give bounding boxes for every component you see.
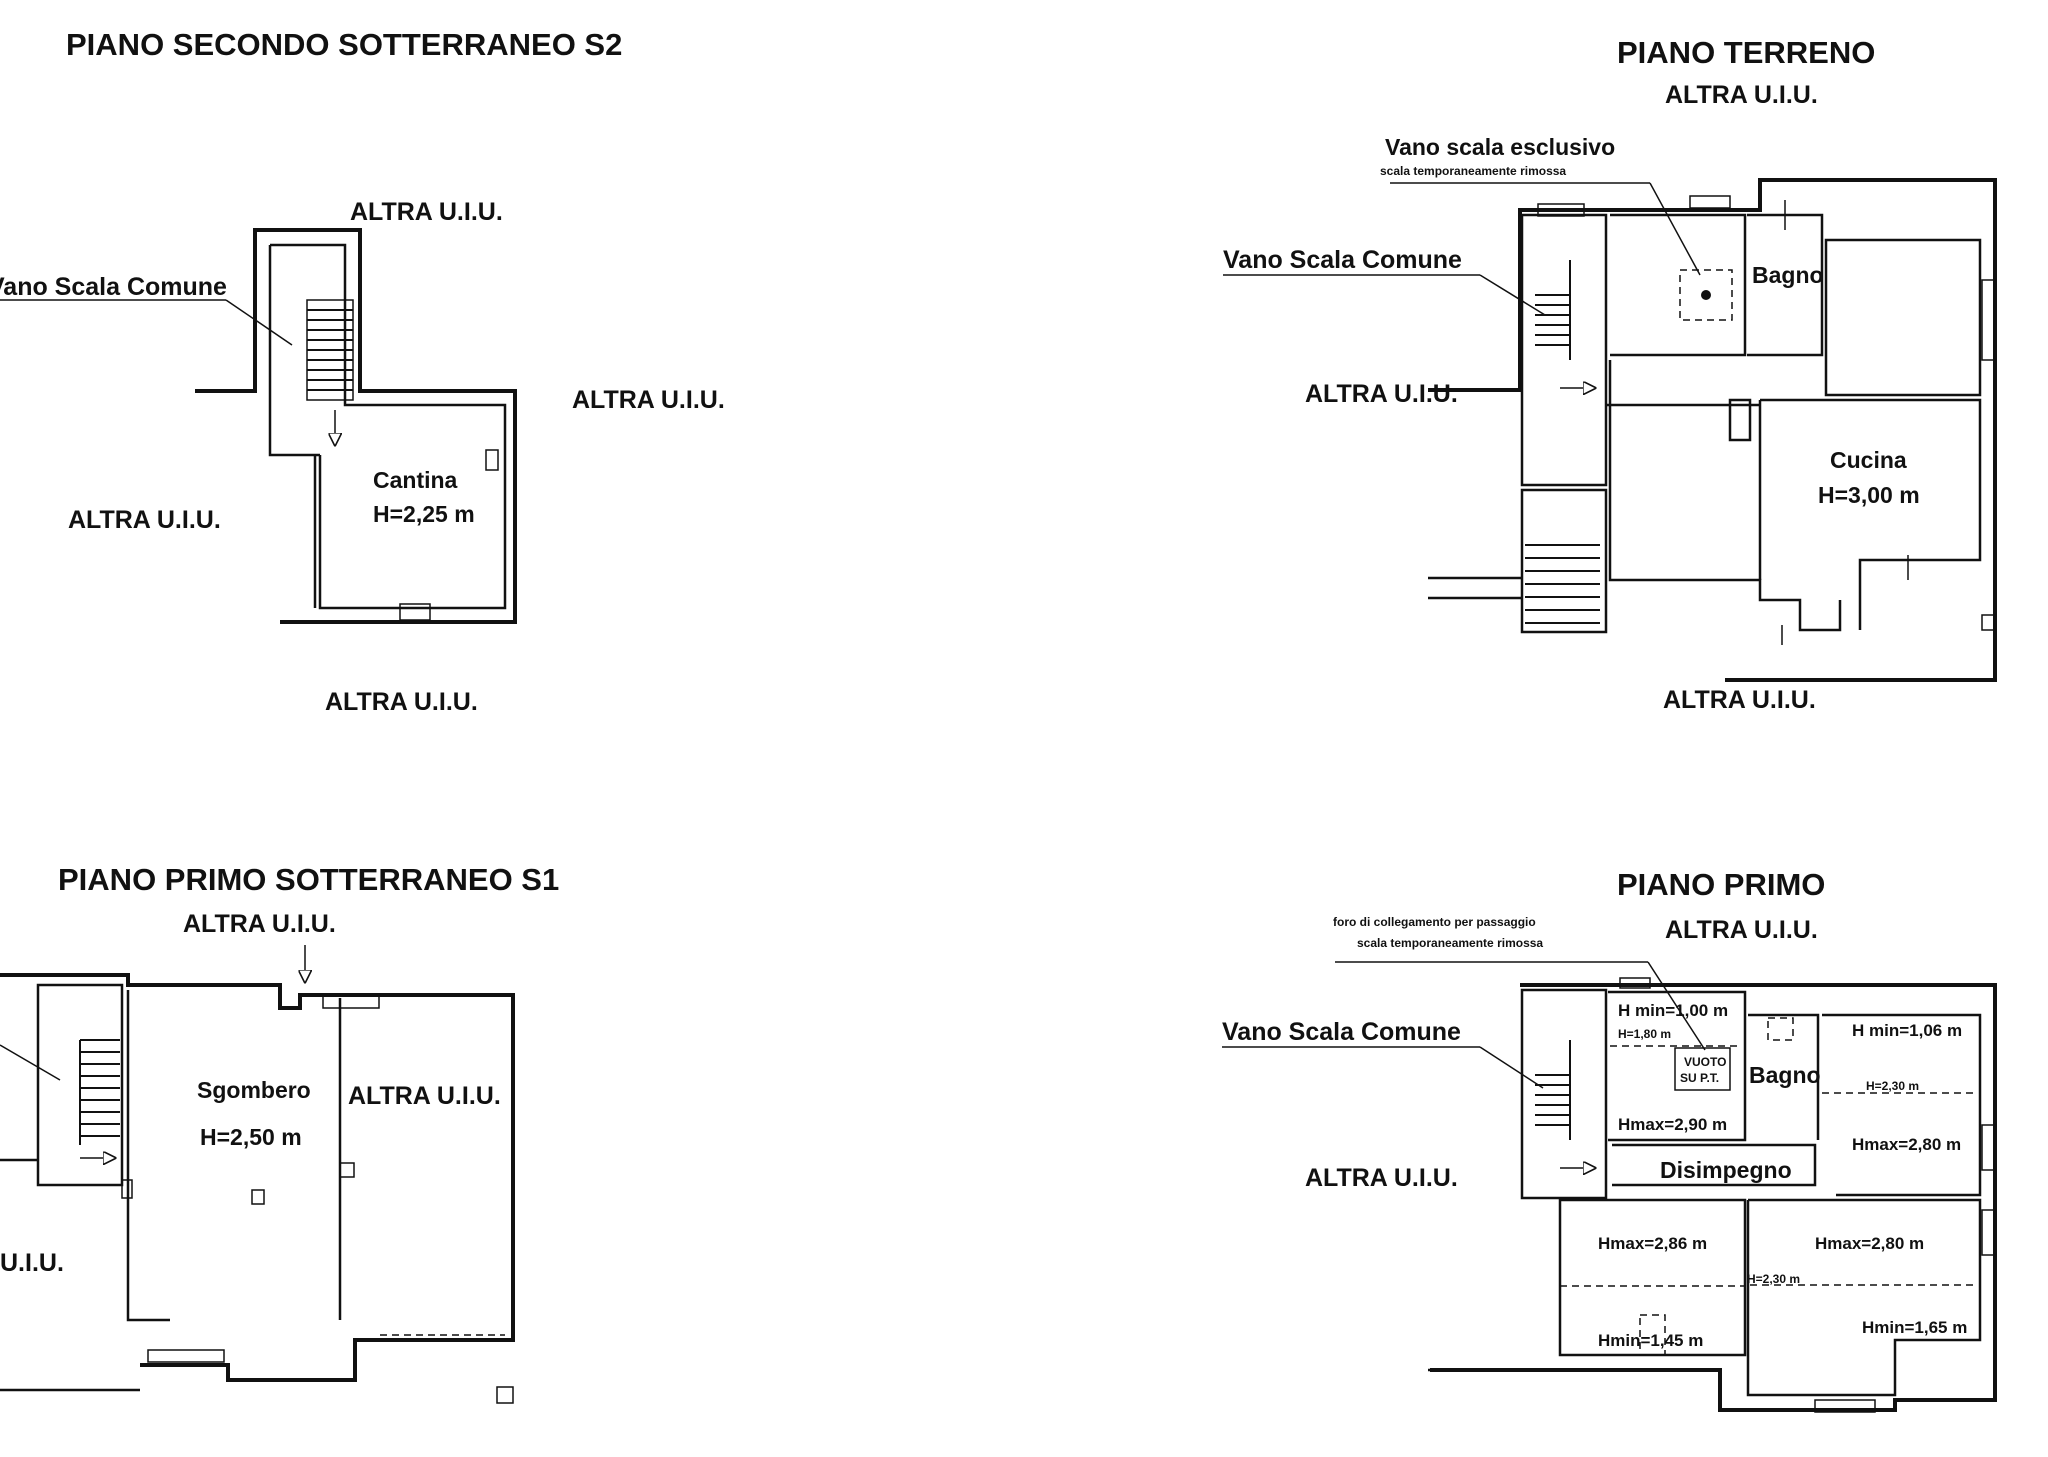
plan-terreno-room-cucina-height: H=3,00 m xyxy=(1818,482,1920,508)
plan-s2-walls xyxy=(195,228,517,624)
plan-s2: PIANO SECONDO SOTTERRANEO S2 ALTRA U.I.U… xyxy=(0,27,725,716)
plan-s2-label-left: ALTRA U.I.U. xyxy=(68,506,221,534)
plan-primo-room-bagno: Bagno xyxy=(1749,1062,1821,1088)
plan-primo-stair xyxy=(1535,1040,1571,1140)
plan-primo: PIANO PRIMO ALTRA U.I.U. foro di collega… xyxy=(1222,867,1997,1413)
plan-s2-room-cantina: Cantina xyxy=(373,467,458,493)
plan-primo-hole-note-1: foro di collegamento per passaggio xyxy=(1333,915,1536,929)
plan-primo-label-left: ALTRA U.I.U. xyxy=(1305,1164,1458,1192)
plan-terreno-walls xyxy=(1428,178,1997,682)
plan-terreno-stair-common: Vano Scala Comune xyxy=(1223,246,1462,274)
plan-primo-title: PIANO PRIMO xyxy=(1617,867,1825,902)
plan-s2-stair xyxy=(306,299,354,401)
plan-terreno-label-bottom: ALTRA U.I.U. xyxy=(1663,686,1816,714)
plan-terreno-label-left: ALTRA U.I.U. xyxy=(1305,380,1458,408)
plan-primo-tr-hmin: H min=1,06 m xyxy=(1852,1021,1962,1040)
plan-primo-stair-common: Vano Scala Comune xyxy=(1222,1018,1461,1046)
plan-primo-room-disimpegno: Disimpegno xyxy=(1660,1157,1792,1183)
plan-s2-label-top: ALTRA U.I.U. xyxy=(350,198,503,226)
plan-s1-label-top: ALTRA U.I.U. xyxy=(183,910,336,938)
plan-primo-walls xyxy=(1428,977,1997,1413)
plan-terreno-stair-exclusive-mark xyxy=(1679,269,1733,321)
plan-s1-stair xyxy=(79,1039,120,1145)
plan-primo-void-label-2: SU P.T. xyxy=(1680,1071,1719,1085)
plan-s1-title: PIANO PRIMO SOTTERRANEO S1 xyxy=(58,862,559,897)
plan-s1-walls xyxy=(0,973,515,1392)
plan-primo-bl-hmax: Hmax=2,86 m xyxy=(1598,1234,1707,1253)
plan-s2-stair-label: Vano Scala Comune xyxy=(0,273,227,301)
plan-primo-br-hmin: Hmin=1,65 m xyxy=(1862,1318,1967,1337)
plan-primo-tr-hmax: Hmax=2,80 m xyxy=(1852,1135,1961,1154)
plan-primo-hole-note-2: scala temporaneamente rimossa xyxy=(1357,936,1543,950)
plan-s2-room-cantina-height: H=2,25 m xyxy=(373,501,475,527)
plan-s1-room-sgombero-height: H=2,50 m xyxy=(200,1124,302,1150)
plan-terreno-room-cucina: Cucina xyxy=(1830,447,1907,473)
plan-s1: PIANO PRIMO SOTTERRANEO S1 ALTRA U.I.U. … xyxy=(0,862,559,1404)
plan-primo-bl-hmin: Hmin=1,45 m xyxy=(1598,1331,1703,1350)
plan-primo-void-label-1: VUOTO xyxy=(1684,1055,1726,1069)
plan-s1-label-left: U.I.U. xyxy=(0,1249,64,1277)
plan-terreno-stair-exclusive: Vano scala esclusivo xyxy=(1385,134,1615,160)
plan-s2-label-right: ALTRA U.I.U. xyxy=(572,386,725,414)
plan-primo-tl-h: H=1,80 m xyxy=(1618,1027,1671,1041)
plan-primo-tl-hmax: Hmax=2,90 m xyxy=(1618,1115,1727,1134)
plan-primo-br-h: H=2,30 m xyxy=(1747,1272,1800,1286)
plan-primo-tl-hmin: H min=1,00 m xyxy=(1618,1001,1728,1020)
plan-terreno-label-top: ALTRA U.I.U. xyxy=(1665,81,1818,109)
plan-s2-title: PIANO SECONDO SOTTERRANEO S2 xyxy=(66,27,622,62)
plan-s2-label-bottom: ALTRA U.I.U. xyxy=(325,688,478,716)
plan-primo-br-hmax: Hmax=2,80 m xyxy=(1815,1234,1924,1253)
plan-terreno-title: PIANO TERRENO xyxy=(1617,35,1875,70)
plan-s1-room-sgombero: Sgombero xyxy=(197,1077,311,1103)
plan-terreno: PIANO TERRENO ALTRA U.I.U. Vano scala es… xyxy=(1223,35,1997,714)
plan-terreno-stair-common-flight xyxy=(1525,260,1600,624)
plan-primo-tr-h: H=2,30 m xyxy=(1866,1079,1919,1093)
plan-primo-label-top: ALTRA U.I.U. xyxy=(1665,916,1818,944)
plan-primo-void xyxy=(1674,1047,1731,1091)
plan-s1-label-inner: ALTRA U.I.U. xyxy=(348,1082,501,1110)
plan-terreno-room-bagno: Bagno xyxy=(1752,262,1824,288)
plan-terreno-stair-exclusive-note: scala temporaneamente rimossa xyxy=(1380,164,1566,178)
